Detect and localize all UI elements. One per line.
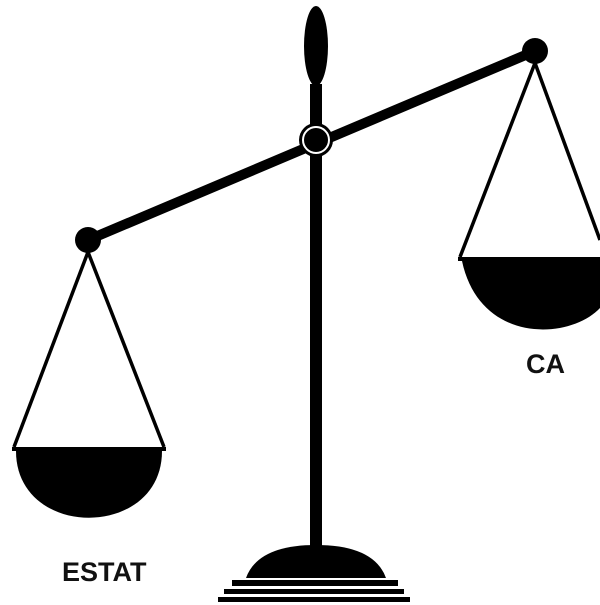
left-chain-outer: [12, 251, 90, 448]
center-post: [310, 84, 322, 548]
left-beam-knob: [75, 227, 101, 253]
right-chain-inner: [533, 62, 600, 241]
pivot-outer: [299, 123, 333, 157]
right-pan-bowl: [462, 261, 600, 330]
scale-base: [218, 545, 410, 602]
base-dome: [246, 545, 386, 578]
top-finial: [304, 6, 328, 86]
pivot-ring: [302, 126, 330, 154]
base-plate-1: [232, 580, 398, 586]
right-beam-knob: [522, 38, 548, 64]
left-pan: [12, 227, 166, 518]
left-chain-inner: [86, 251, 166, 448]
right-chain-outer: [458, 62, 537, 258]
right-pan: [458, 38, 600, 330]
base-plate-2: [224, 589, 404, 594]
left-pan-label: ESTAT: [62, 557, 147, 587]
right-pan-label: CA: [526, 349, 565, 379]
left-pan-bowl: [16, 451, 162, 518]
base-plate-3: [218, 597, 410, 602]
